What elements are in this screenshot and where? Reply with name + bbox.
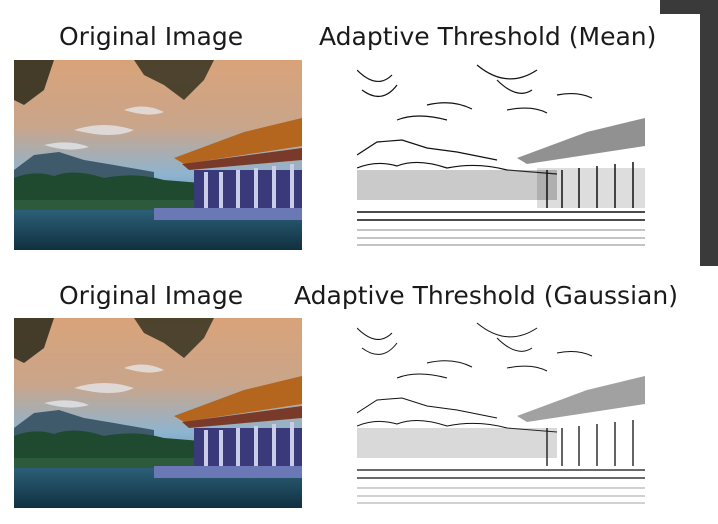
original-image-title-2: Original Image [59,281,244,310]
gaussian-threshold-image [357,318,645,508]
mean-threshold-image [357,60,645,250]
window-edge-bar [700,0,718,266]
original-image-2 [14,318,302,508]
original-image-1 [14,60,302,250]
original-image-title-1: Original Image [59,22,244,51]
mean-threshold-title: Adaptive Threshold (Mean) [319,22,657,51]
gaussian-threshold-title: Adaptive Threshold (Gaussian) [294,281,678,310]
